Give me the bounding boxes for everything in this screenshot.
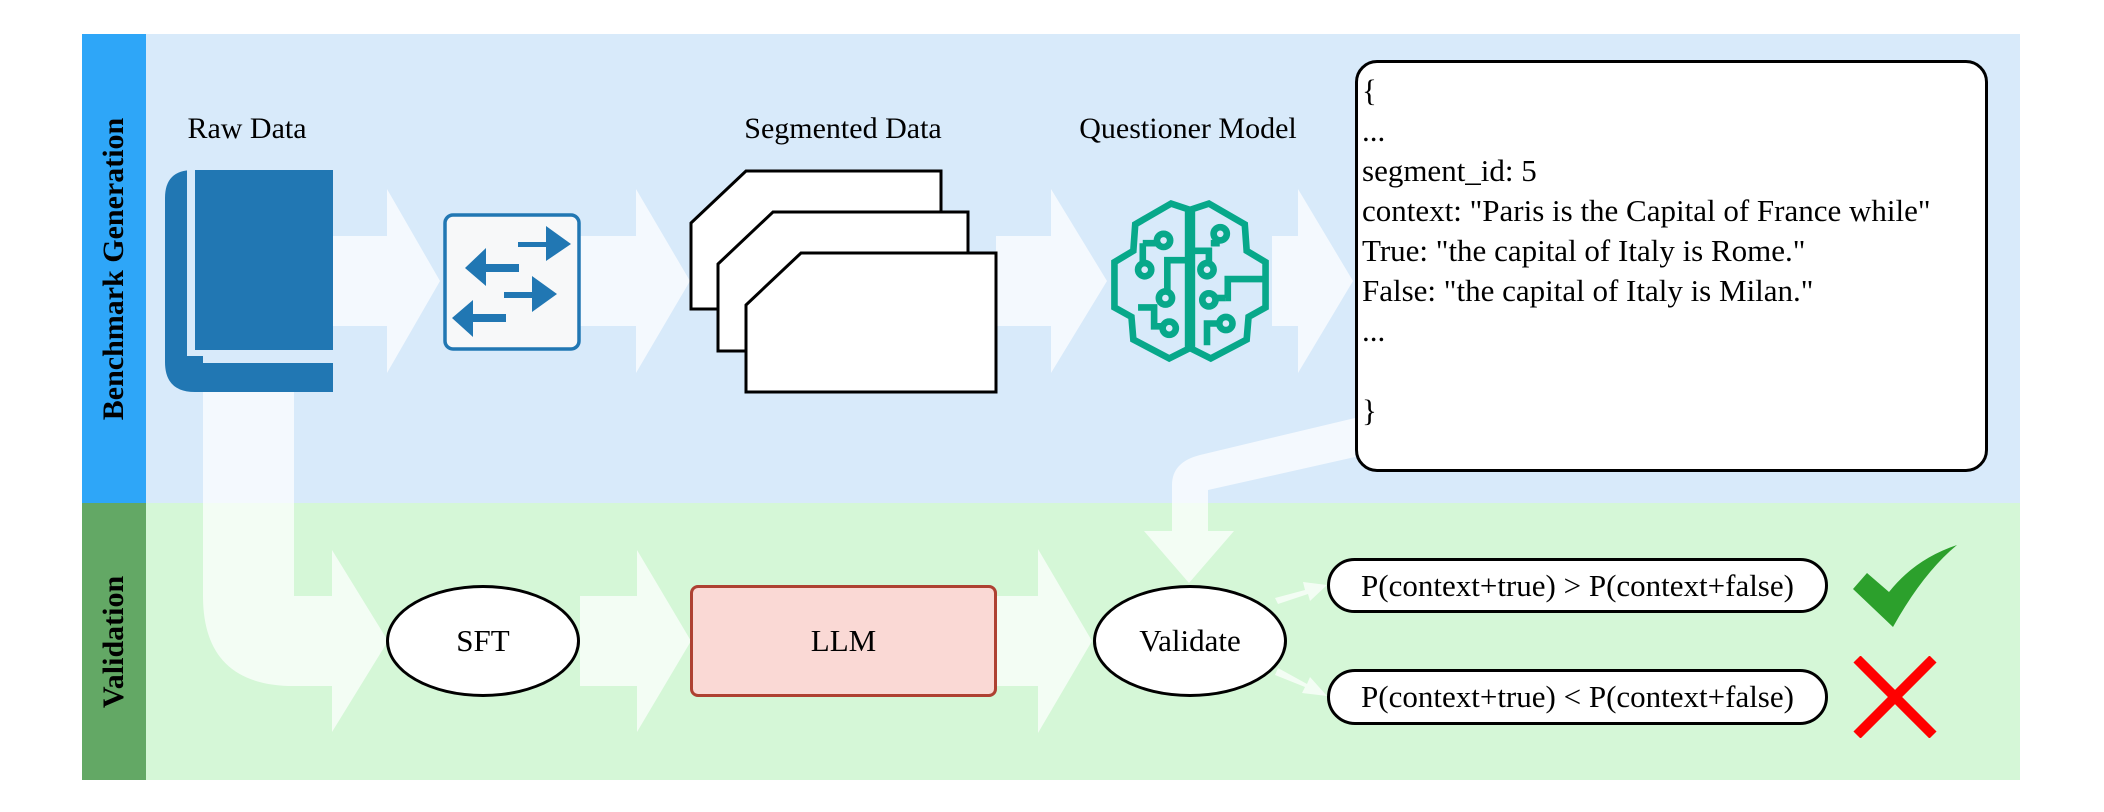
lane-label-validation: Validation bbox=[82, 503, 146, 780]
json-line: True: "the capital of Italy is Rome." bbox=[1362, 233, 1806, 268]
pass-condition-text: P(context+true) > P(context+false) bbox=[1361, 567, 1794, 603]
json-line: ... bbox=[1362, 313, 1386, 348]
validate-label: Validate bbox=[1139, 623, 1241, 658]
validate-node: Validate bbox=[1093, 585, 1287, 697]
json-line: segment_id: 5 bbox=[1362, 153, 1537, 188]
json-line: } bbox=[1362, 393, 1377, 428]
sft-node: SFT bbox=[386, 585, 580, 697]
flow-arrow bbox=[996, 189, 1107, 373]
stage-label-raw-data: Raw Data bbox=[187, 112, 307, 145]
lane-label-benchmark-generation: Benchmark Generation bbox=[82, 34, 146, 503]
circuit-brain-icon bbox=[1111, 199, 1269, 363]
switch-arrows-icon bbox=[443, 213, 581, 351]
flow-arrow bbox=[1272, 189, 1353, 373]
stage-label-questioner-model: Questioner Model bbox=[1079, 112, 1297, 145]
llm-node: LLM bbox=[690, 585, 997, 697]
fail-condition-text: P(context+true) < P(context+false) bbox=[1361, 679, 1794, 714]
flow-arrow bbox=[580, 189, 690, 373]
flow-arrow bbox=[997, 549, 1092, 733]
fail-condition: P(context+true) < P(context+false) bbox=[1327, 669, 1828, 725]
sft-label: SFT bbox=[456, 623, 510, 658]
stage-label-segmented-data: Segmented Data bbox=[744, 112, 942, 145]
llm-label: LLM bbox=[810, 623, 877, 658]
pass-condition: P(context+true) > P(context+false) bbox=[1327, 558, 1828, 613]
json-line bbox=[1362, 351, 1985, 391]
json-line: context: "Paris is the Capital of France… bbox=[1362, 193, 1931, 228]
book-icon bbox=[165, 170, 333, 392]
stacked-documents-icon bbox=[689, 169, 998, 394]
json-line: ... bbox=[1362, 113, 1386, 148]
check-icon bbox=[1853, 545, 1957, 627]
flow-arrow bbox=[1275, 668, 1327, 696]
flow-arrow bbox=[332, 189, 440, 373]
flow-arrow bbox=[1275, 582, 1327, 604]
json-line: { bbox=[1362, 73, 1377, 108]
flow-arrow bbox=[580, 550, 691, 732]
flow-arrow bbox=[203, 392, 388, 732]
json-line: False: "the capital of Italy is Milan." bbox=[1362, 273, 1814, 308]
sample-output-box: { ... segment_id: 5 context: "Paris is t… bbox=[1355, 60, 1988, 472]
flow-arrow bbox=[1144, 418, 1355, 583]
cross-icon bbox=[1853, 656, 1937, 738]
